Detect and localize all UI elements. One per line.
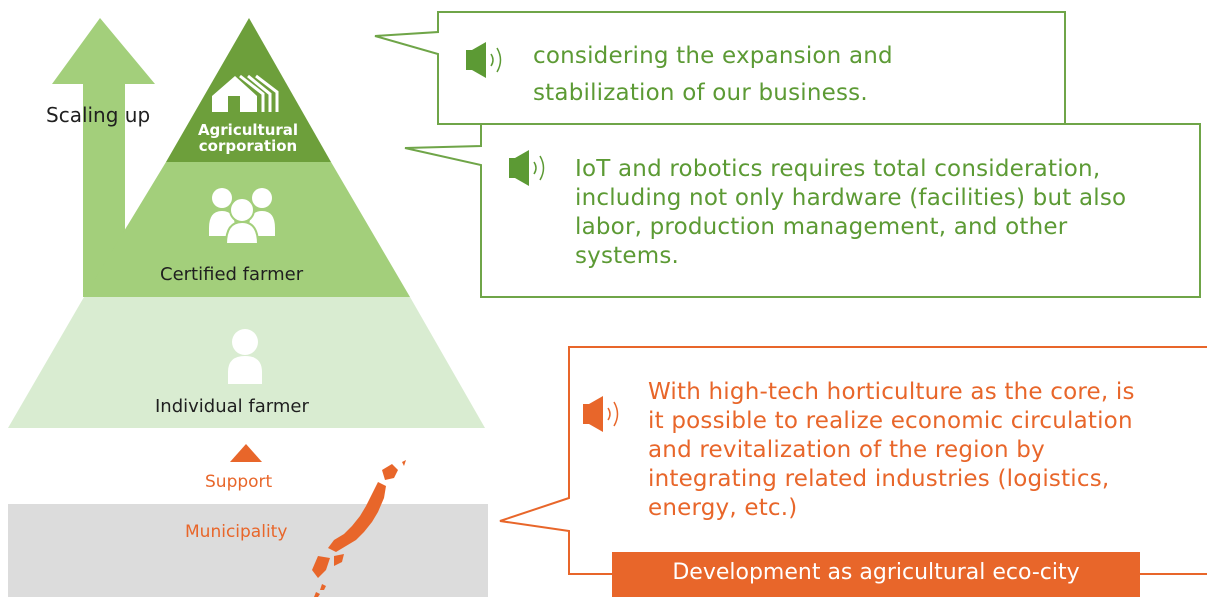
group-people-icon xyxy=(209,188,275,245)
bubble-third-text: With high-tech horticulture as the core,… xyxy=(648,378,1135,523)
bubble-third-line: and revitalization of the region by xyxy=(648,437,1045,463)
speaker-icon xyxy=(509,150,545,186)
person-icon xyxy=(228,329,262,384)
scaling-up-label: Scaling up xyxy=(46,103,151,127)
municipality-band xyxy=(8,504,488,597)
bubble-first-line: stabilization of our business. xyxy=(533,80,868,106)
bubble-third-line: With high-tech horticulture as the core,… xyxy=(648,379,1135,405)
eco-city-banner-label: Development as agricultural eco-city xyxy=(672,560,1080,585)
tier-certified-label: Certified farmer xyxy=(160,264,304,285)
bubble-second-shape xyxy=(404,123,1201,298)
bubble-third-line: integrating related industries (logistic… xyxy=(648,466,1110,492)
bubble-third-line: energy, etc.) xyxy=(648,495,798,521)
tier-corporation-label: Agricultural corporation xyxy=(178,122,318,154)
bubble-second-line: IoT and robotics requires total consider… xyxy=(575,156,1101,182)
support-label: Support xyxy=(205,472,273,492)
scaling-up-arrow xyxy=(52,18,155,297)
bubble-second-line: labor, production management, and other xyxy=(575,214,1068,240)
bubble-second-text: IoT and robotics requires total consider… xyxy=(575,155,1126,271)
bubble-second-line: systems. xyxy=(575,243,680,269)
farmhouse-icon xyxy=(212,74,279,112)
bubble-third-shape xyxy=(499,346,1207,575)
tier-corporation-line2: corporation xyxy=(198,137,298,155)
speaker-icon xyxy=(466,42,502,78)
japan-map-icon xyxy=(312,460,406,597)
tier-corporation-line1: Agricultural xyxy=(197,121,299,139)
bubble-first-text: considering the expansion and stabilizat… xyxy=(533,42,893,108)
support-arrow-icon xyxy=(230,444,262,462)
bubble-third-line: it possible to realize economic circulat… xyxy=(648,408,1133,434)
speaker-icon xyxy=(583,396,619,432)
bubble-first-shape xyxy=(374,11,1066,125)
bubble-second-line: including not only hardware (facilities)… xyxy=(575,185,1127,211)
tier-individual-label: Individual farmer xyxy=(155,396,309,417)
bubble-first-line: considering the expansion and xyxy=(533,43,893,69)
eco-city-banner xyxy=(612,552,1140,597)
municipality-label: Municipality xyxy=(185,522,288,542)
